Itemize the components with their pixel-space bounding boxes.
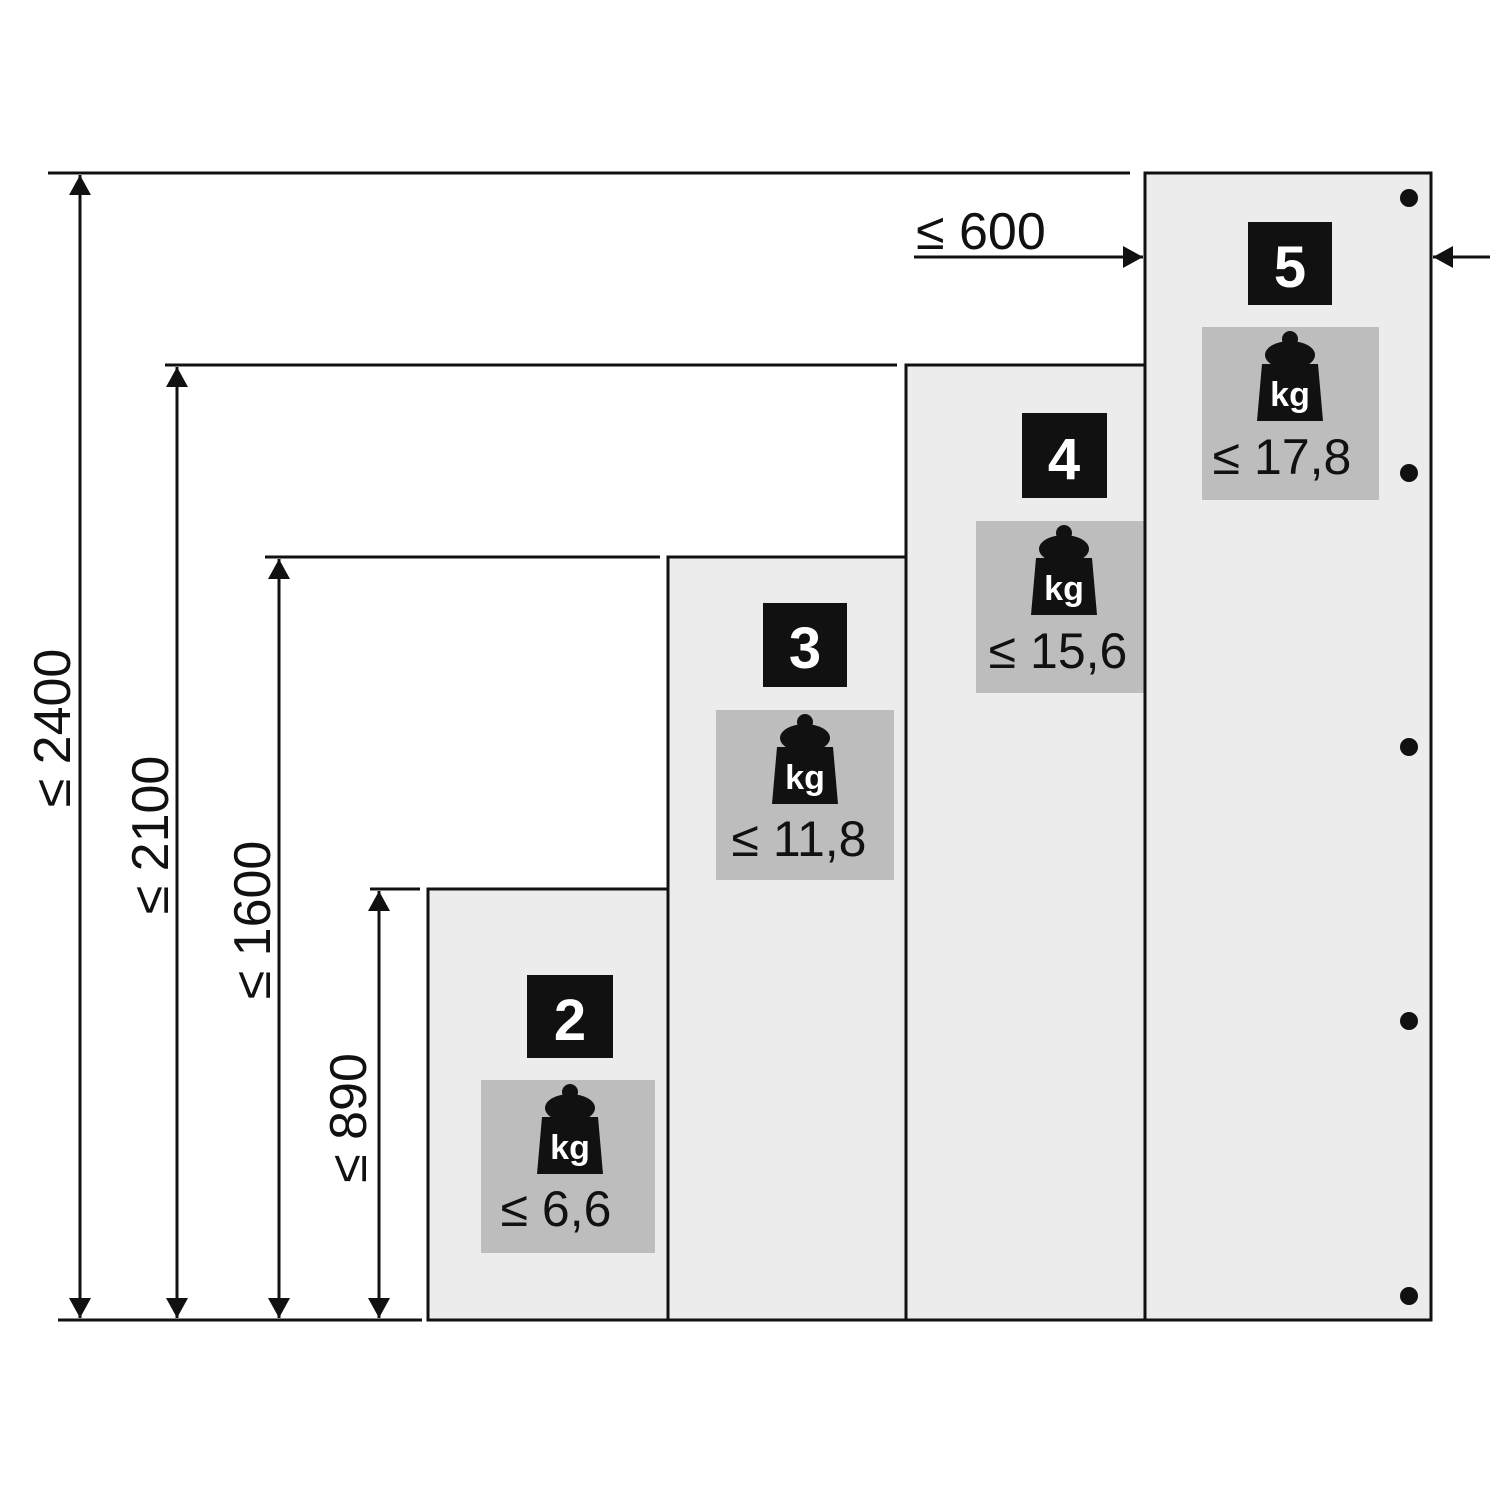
mounting-hole <box>1400 464 1418 482</box>
height-label: ≤ 890 <box>320 1053 378 1183</box>
weight-icon: kg <box>1257 331 1323 421</box>
weight-value: ≤ 11,8 <box>732 811 867 867</box>
height-dimension-1600: ≤ 1600 <box>224 559 290 1318</box>
extension-lines <box>48 171 1130 891</box>
panel-number: 2 <box>554 988 586 1053</box>
panel-number: 4 <box>1048 427 1080 492</box>
weight-unit: kg <box>1270 376 1310 414</box>
panel-number: 3 <box>789 616 821 681</box>
mounting-hole <box>1400 1012 1418 1030</box>
panel-number-badge <box>527 975 613 1058</box>
mounting-hole <box>1400 189 1418 207</box>
height-label: ≤ 2400 <box>24 649 82 808</box>
mounting-hole <box>1400 1287 1418 1305</box>
mounting-hole <box>1400 738 1418 756</box>
weight-value: ≤ 6,6 <box>501 1181 612 1237</box>
panel-number-badge <box>763 603 847 687</box>
height-dimension-2400: ≤ 2400 <box>24 175 91 1318</box>
height-dimension-890: ≤ 890 <box>320 891 390 1318</box>
weight-value: ≤ 15,6 <box>989 623 1128 679</box>
panel-number: 5 <box>1274 235 1306 300</box>
weight-unit: kg <box>785 759 825 797</box>
panel-number-badge <box>1022 413 1107 498</box>
width-dimension: ≤ 600 <box>914 203 1490 268</box>
height-label: ≤ 1600 <box>224 841 282 1000</box>
panel-number-badge <box>1248 222 1332 305</box>
weight-unit: kg <box>550 1129 590 1167</box>
width-label: ≤ 600 <box>916 203 1046 261</box>
height-dimension-2100: ≤ 2100 <box>122 367 188 1318</box>
weight-unit: kg <box>1044 570 1084 608</box>
height-label: ≤ 2100 <box>122 756 180 915</box>
weight-icon: kg <box>772 714 838 804</box>
weight-icon: kg <box>537 1084 603 1174</box>
weight-icon: kg <box>1031 525 1097 615</box>
weight-value: ≤ 17,8 <box>1213 429 1352 485</box>
panel-5: 5 kg ≤ 17,8 <box>1143 171 1433 1322</box>
